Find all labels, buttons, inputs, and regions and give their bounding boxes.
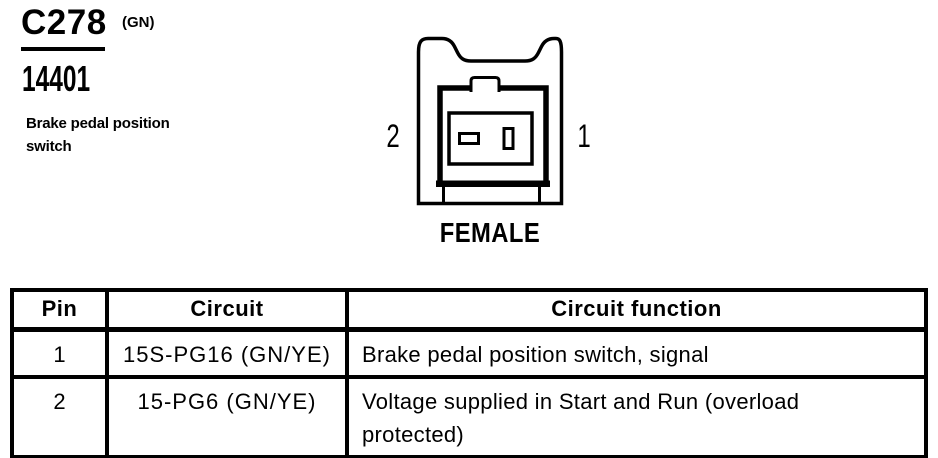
pin-cell: 2 (10, 374, 109, 458)
table-row-pin-2: 2 15-PG6 (GN/YE) Voltage supplied in Sta… (10, 374, 928, 458)
connector-index-tab (469, 76, 501, 92)
circuit-function-cell: Brake pedal position switch, signal (345, 327, 928, 379)
connector-inner-housing (437, 85, 549, 187)
circuit-cell: 15-PG6 (GN/YE) (105, 374, 349, 458)
connector-id: C278 (21, 3, 107, 42)
circuit-cell: 15S-PG16 (GN/YE) (105, 327, 349, 379)
circuit-function-cell: Voltage supplied in Start and Run (overl… (345, 374, 928, 458)
connector-id-underline (21, 47, 105, 51)
pinout-table: Pin Circuit Circuit function 1 15S-PG16 … (10, 288, 928, 458)
connector-gender-label: FEMALE (439, 217, 541, 248)
pin-1-slot (502, 127, 515, 150)
table-row-pin-1: 1 15S-PG16 (GN/YE) Brake pedal position … (10, 327, 928, 379)
connector-outer-shell (416, 36, 564, 206)
table-header-row: Pin Circuit Circuit function (10, 288, 928, 332)
connector-color-code: (GN) (122, 14, 155, 31)
part-number: 14401 (22, 58, 91, 99)
col-header-pin: Pin (10, 288, 109, 332)
circuit-function-text: Brake pedal position switch, signal (362, 341, 709, 367)
pin-cell: 1 (10, 327, 109, 379)
col-header-circuit: Circuit (105, 288, 349, 332)
pin-cavity-frame (447, 111, 534, 166)
col-header-circuit-function: Circuit function (345, 288, 928, 332)
pin-1-callout: 1 (577, 118, 591, 154)
circuit-function-text: Voltage supplied in Start and Run (overl… (362, 388, 800, 447)
connector-description: Brake pedal position switch (26, 115, 170, 155)
housing-bottom-bar (436, 180, 550, 187)
pin-2-slot (458, 132, 480, 145)
pin-2-callout: 2 (386, 118, 400, 154)
